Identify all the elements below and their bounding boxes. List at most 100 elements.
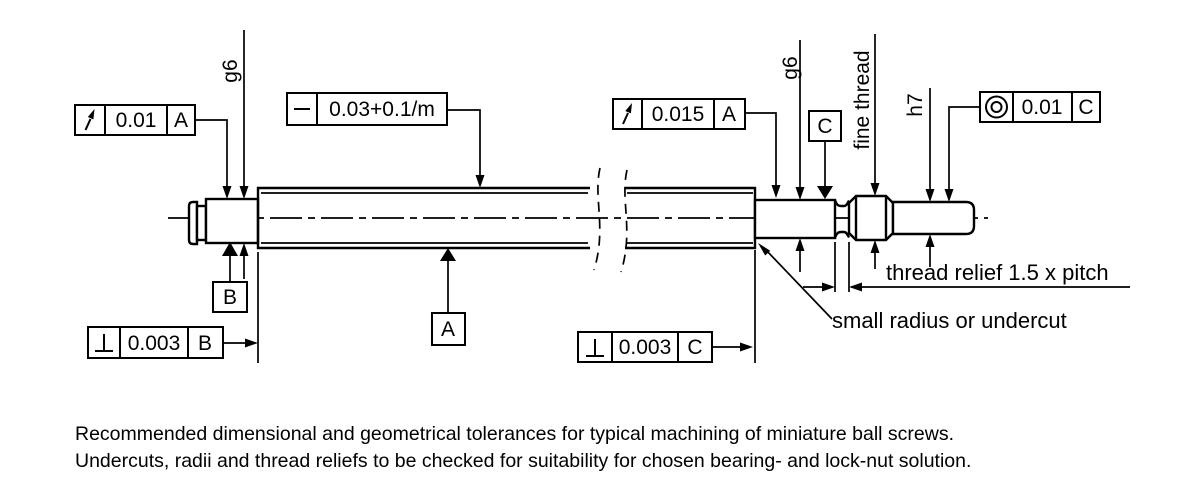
shaft-left-pilot-step: [195, 204, 208, 242]
arrowhead: [944, 189, 954, 202]
arrowhead: [870, 183, 880, 196]
arrowhead: [795, 238, 805, 251]
leader-runout-right: [745, 112, 781, 198]
shaft-left-journal: [204, 197, 260, 245]
shaft-thread-root-lines: [261, 192, 753, 244]
g6-right-label: g6: [779, 56, 802, 79]
fcf-value: 0.01: [116, 109, 157, 132]
fine-thread-label: fine thread: [851, 50, 874, 149]
fcf-runout-right: 0.015 A: [612, 98, 781, 198]
datum-triangle-c: [817, 186, 833, 199]
perpendicularity-icon: [586, 339, 604, 357]
arrowhead: [795, 187, 805, 200]
fcf-runout-left: 0.01 A: [74, 104, 232, 199]
fcf-datum: B: [198, 332, 212, 355]
g6-left-label: g6: [219, 59, 242, 82]
fit-callout-fine-thread: fine thread: [851, 34, 880, 269]
arrowhead: [822, 282, 835, 292]
fcf-datum-cell: [1071, 91, 1101, 123]
shaft-break-lines: [593, 167, 628, 273]
fcf-value-cell: [316, 92, 448, 126]
fit-callout-g6-left: g6: [219, 30, 249, 279]
groove-bottom-profile: [833, 230, 851, 239]
concentricity-icon: [985, 95, 1008, 119]
caption: Recommended dimensional and geometrical …: [75, 423, 971, 472]
fcf-value: 0.003: [128, 332, 181, 355]
datum-box-b: [212, 281, 248, 313]
fcf-value: 0.003: [619, 336, 672, 359]
datum-box-a: [431, 312, 466, 346]
arrowhead: [245, 338, 258, 348]
fcf-value: 0.03+0.1/m: [329, 98, 435, 121]
fcf-datum: C: [687, 336, 702, 359]
datum-label-b: B: [212, 242, 248, 313]
fcf-value-cell: [119, 326, 189, 359]
fcf-perpendicularity-c: 0.003 C: [577, 250, 756, 363]
arrowhead: [870, 240, 880, 253]
fit-callout-g6-right: g6: [779, 40, 805, 272]
shaft-main-body: [256, 186, 757, 250]
datum-triangle-a: [440, 248, 456, 261]
arrowhead: [222, 186, 232, 199]
arrowhead: [239, 186, 249, 199]
leader-perpendicularity-c: [712, 250, 756, 363]
leader-perpendicularity-b: [223, 252, 259, 363]
perpendicularity-icon: [95, 334, 113, 352]
caption-line-2: Undercuts, radii and thread reliefs to b…: [75, 450, 971, 472]
thread-relief-dimension: thread relief 1.5 x pitch: [803, 242, 1130, 292]
datum-label-a: A: [431, 248, 466, 346]
arrowhead: [239, 243, 249, 256]
leader-runout-left: [195, 119, 232, 199]
arrowhead: [849, 282, 862, 292]
fcf-value-cell: [1012, 91, 1073, 123]
small-radius-text: small radius or undercut: [832, 308, 1067, 333]
arrowhead: [771, 185, 781, 198]
fcf-concentricity: 0.01 C: [944, 91, 1101, 202]
break-line-left: [593, 167, 601, 271]
datum-letter: B: [223, 286, 237, 309]
fcf-datum: A: [722, 103, 736, 126]
fcf-value: 0.01: [1022, 96, 1063, 119]
caption-line-1: Recommended dimensional and geometrical …: [75, 423, 954, 445]
datum-letter: C: [817, 115, 832, 138]
datum-triangle-b: [222, 242, 238, 256]
fcf-value-cell: [104, 104, 168, 136]
leader-concentricity: [944, 106, 980, 202]
fcf-datum-cell: [166, 104, 196, 136]
arrowhead: [925, 189, 935, 202]
datum-letter: A: [441, 318, 455, 341]
shaft-main-left-segment: [256, 186, 590, 250]
fcf-datum-cell: [713, 98, 746, 130]
fcf-datum: C: [1078, 96, 1093, 119]
arrowhead: [925, 234, 935, 247]
fcf-value-cell: [611, 331, 679, 363]
shaft-right-journal: [753, 198, 837, 240]
fit-callout-h7: h7: [904, 88, 935, 267]
shaft-undercut-groove: [833, 199, 851, 239]
arrowhead: [740, 342, 753, 352]
shaft-left-pilot-tip: [187, 200, 199, 246]
fcf-datum: A: [174, 109, 188, 132]
small-radius-note: small radius or undercut: [758, 243, 1067, 333]
fcf-datum-cell: [677, 331, 713, 363]
leader-straightness: [447, 109, 485, 188]
datum-label-c: C: [808, 110, 842, 199]
fcf-value: 0.015: [652, 103, 705, 126]
fcf-value-cell: [641, 98, 715, 130]
fcf-straightness: 0.03+0.1/m: [286, 92, 485, 188]
fcf-datum-cell: [187, 326, 224, 359]
arrowhead: [758, 243, 771, 256]
datum-box-c: [808, 110, 842, 142]
groove-top-profile: [833, 199, 851, 208]
circular-runout-icon: [622, 103, 632, 125]
arrowhead: [475, 175, 485, 188]
h7-label: h7: [904, 93, 927, 116]
thread-relief-text: thread relief 1.5 x pitch: [886, 260, 1109, 285]
fcf-perpendicularity-b: 0.003 B: [87, 252, 259, 363]
shaft-outline: [187, 167, 976, 273]
circular-runout-icon: [84, 109, 95, 131]
shaft-fine-thread-section: [847, 194, 895, 242]
fine-thread-chamfer-lines: [854, 196, 888, 240]
